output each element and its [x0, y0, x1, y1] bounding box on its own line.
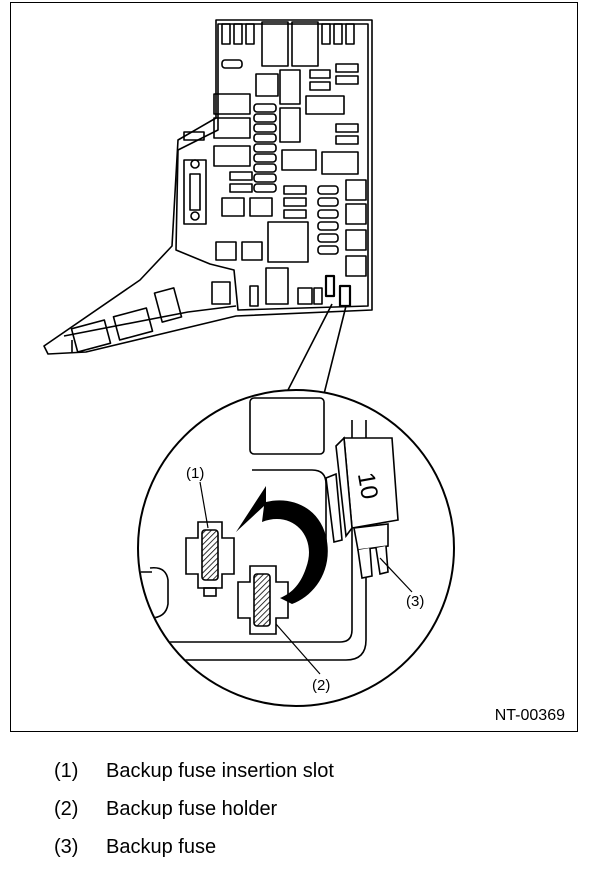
legend-item: (1) Backup fuse insertion slot [54, 760, 334, 798]
figure-frame: NT-00369 [10, 2, 578, 732]
legend-label: Backup fuse insertion slot [106, 760, 334, 782]
callout-2: (2) [312, 677, 330, 694]
magnifier-leader [287, 303, 347, 403]
legend-item: (2) Backup fuse holder [54, 798, 334, 836]
insertion-slot [185, 521, 235, 597]
magnified-view: 10 [137, 389, 455, 707]
fuse-box-diagram: 10 (1) (2) (3) [43, 19, 455, 707]
legend-number: (3) [54, 836, 79, 858]
fuse-board [175, 23, 369, 311]
legend-number: (2) [54, 798, 79, 820]
legend-label: Backup fuse [106, 836, 217, 858]
svg-text:10: 10 [352, 470, 383, 501]
rotation-arrow [236, 486, 328, 604]
legend-item: (3) Backup fuse [54, 836, 334, 874]
legend-label: Backup fuse holder [106, 798, 278, 820]
fuse-holder [237, 565, 289, 635]
legend-number: (1) [54, 760, 79, 782]
fuse-box-flange [63, 305, 237, 352]
backup-fuse: 10 [325, 436, 399, 579]
figure-id: NT-00369 [494, 707, 565, 724]
selected-slot-pair [324, 274, 336, 298]
callout-1: (1) [186, 465, 204, 482]
callout-3: (3) [406, 593, 424, 610]
legend: (1) Backup fuse insertion slot (2) Backup … [54, 760, 334, 874]
